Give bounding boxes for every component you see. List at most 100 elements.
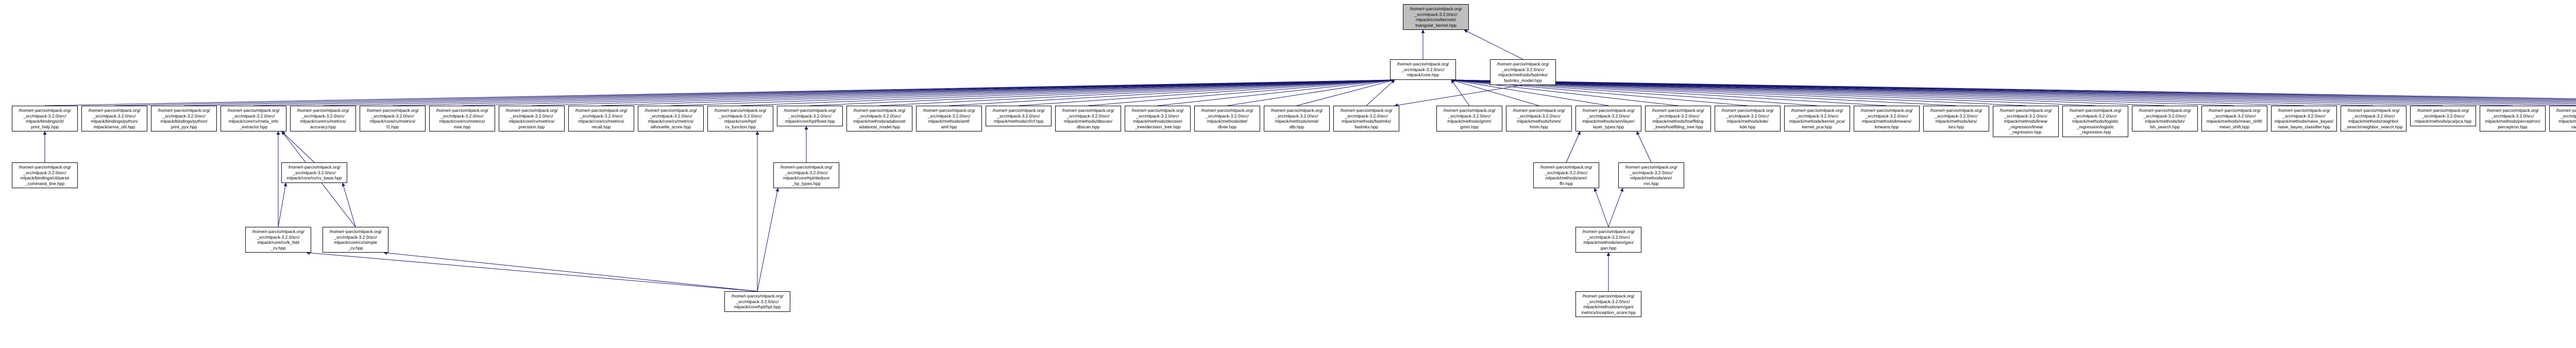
graph-node-hpt[interactable]: /home/r-parcio/mlpack.org/_src/mlpack-3.… [724, 291, 790, 312]
graph-node-fastmks_model[interactable]: /home/r-parcio/mlpack.org/_src/mlpack-3.… [1490, 59, 1556, 85]
graph-node-rnn[interactable]: /home/r-parcio/mlpack.org/_src/mlpack-3.… [1618, 162, 1684, 188]
include-edge-f1-to-core [392, 78, 1395, 106]
graph-node-kde[interactable]: /home/r-parcio/mlpack.org/_src/mlpack-3.… [1715, 106, 1781, 131]
graph-node-dbscan[interactable]: /home/r-parcio/mlpack.org/_src/mlpack-3.… [1055, 106, 1121, 131]
graph-node-ffn[interactable]: /home/r-parcio/mlpack.org/_src/mlpack-3.… [1533, 162, 1599, 188]
include-edge-test_function_tools-to-core [1451, 78, 2576, 99]
graph-node-perceptron[interactable]: /home/r-parcio/mlpack.org/_src/mlpack-3.… [2480, 106, 2546, 131]
node-label-line: /home/r-parcio/mlpack.org/ [436, 108, 488, 113]
include-edge-ffn-to-ann_layer_types [1566, 131, 1581, 163]
graph-node-inception_score[interactable]: /home/r-parcio/mlpack.org/_src/mlpack-3.… [1575, 291, 1641, 317]
node-label-line: /home/r-parcio/mlpack.org/ [158, 108, 210, 113]
graph-node-simple_cv[interactable]: /home/r-parcio/mlpack.org/_src/mlpack-3.… [323, 227, 388, 253]
include-edge-perceptron-to-core [1451, 78, 2513, 106]
node-label-line: mlpack/methods/pca/pca.hpp [2414, 119, 2472, 124]
graph-node-parse_command_line[interactable]: /home/r-parcio/mlpack.org/_src/mlpack-3.… [12, 162, 78, 188]
node-label-line: mlpack/core/hpt/fixed.hpp [785, 119, 835, 124]
graph-node-mse[interactable]: /home/r-parcio/mlpack.org/_src/mlpack-3.… [429, 106, 495, 131]
graph-node-print_help[interactable]: /home/r-parcio/mlpack.org/_src/mlpack-3.… [12, 106, 78, 131]
node-label-line: mlpack/core/cv/metrics/ [439, 119, 485, 124]
node-label-line: /home/r-parcio/mlpack.org/ [780, 164, 833, 170]
graph-node-hoeffding_tree[interactable]: /home/r-parcio/mlpack.org/_src/mlpack-3.… [1645, 106, 1711, 131]
graph-node-naive_bayes[interactable]: /home/r-parcio/mlpack.org/_src/mlpack-3.… [2271, 106, 2337, 131]
node-label-line: _src/mlpack-3.2.0/src/ [301, 113, 345, 119]
node-label-line: mlpack/core/cv/k_fold [257, 240, 299, 245]
graph-node-accuracy[interactable]: /home/r-parcio/mlpack.org/_src/mlpack-3.… [290, 106, 356, 131]
node-label-line: _src/mlpack-3.2.0/src/ [1935, 113, 1978, 119]
node-label-line: /home/r-parcio/mlpack.org/ [575, 108, 628, 113]
node-label-line: mlpack/core/cv/cv_base.hpp [286, 175, 342, 180]
node-label-line: mlpack/methods/kde/ [1726, 119, 1769, 124]
graph-node-gmm[interactable]: /home/r-parcio/mlpack.org/_src/mlpack-3.… [1436, 106, 1502, 131]
node-label-line: /home/r-parcio/mlpack.org/ [1270, 108, 1323, 113]
graph-node-lsh_search[interactable]: /home/r-parcio/mlpack.org/_src/mlpack-3.… [2132, 106, 2198, 131]
node-label-line: _src/mlpack-3.2.0/src/ [2074, 113, 2117, 119]
node-label-line: dtb.hpp [1289, 124, 1304, 129]
node-label-line: _src/mlpack-3.2.0/src/ [293, 170, 336, 175]
include-edge-gan-to-ffn [1594, 188, 1609, 227]
graph-node-precision[interactable]: /home/r-parcio/mlpack.org/_src/mlpack-3.… [499, 106, 565, 131]
graph-node-ann_layer_types[interactable]: /home/r-parcio/mlpack.org/_src/mlpack-3.… [1575, 106, 1641, 131]
node-label-line: _search/neighbor_search.hpp [2344, 124, 2403, 129]
node-label-line: adaboost_model.hpp [859, 124, 900, 129]
include-edge-gmm-to-core [1451, 79, 1470, 106]
graph-node-k_fold_cv[interactable]: /home/r-parcio/mlpack.org/_src/mlpack-3.… [245, 227, 311, 253]
include-edge-pca-to-core [1451, 78, 2444, 106]
node-label-line: _src/mlpack-3.2.0/src/ [162, 113, 206, 119]
graph-node-det_dtree[interactable]: /home/r-parcio/mlpack.org/_src/mlpack-3.… [1194, 106, 1260, 131]
graph-node-core[interactable]: /home/r-parcio/mlpack.org/_src/mlpack-3.… [1390, 59, 1456, 80]
graph-node-neighbor_search[interactable]: /home/r-parcio/mlpack.org/_src/mlpack-3.… [2341, 106, 2406, 131]
graph-node-hpt_fixed[interactable]: /home/r-parcio/mlpack.org/_src/mlpack-3.… [777, 106, 843, 126]
graph-node-mean_shift[interactable]: /home/r-parcio/mlpack.org/_src/mlpack-3.… [2201, 106, 2267, 131]
include-edge-fastmks_model-to-triangular_kernel [1464, 29, 1523, 60]
node-label-line: /home/r-parcio/mlpack.org/ [2347, 108, 2400, 113]
graph-node-kernel_pca[interactable]: /home/r-parcio/mlpack.org/_src/mlpack-3.… [1784, 106, 1850, 131]
graph-node-radical[interactable]: /home/r-parcio/mlpack.org/_src/mlpack-3.… [2549, 106, 2576, 131]
graph-node-silhouette_score[interactable]: /home/r-parcio/mlpack.org/_src/mlpack-3.… [638, 106, 704, 131]
node-label-line: /home/r-parcio/mlpack.org/ [366, 108, 419, 113]
node-label-line: gmm.hpp [1460, 124, 1479, 129]
node-label-line: /home/r-parcio/mlpack.org/ [2208, 108, 2261, 113]
node-label-line: /home/r-parcio/mlpack.org/ [1582, 108, 1635, 113]
graph-node-cv_base[interactable]: /home/r-parcio/mlpack.org/_src/mlpack-3.… [281, 162, 347, 183]
graph-node-deduce_hp_types[interactable]: /home/r-parcio/mlpack.org/_src/mlpack-3.… [773, 162, 839, 188]
include-edge-emst_dtb-to-core [1296, 79, 1395, 106]
node-label-line: /home/r-parcio/mlpack.org/ [1540, 164, 1592, 170]
graph-node-lars[interactable]: /home/r-parcio/mlpack.org/_src/mlpack-3.… [1923, 106, 1989, 131]
node-label-line: mlpack/bindings/python/ [160, 119, 208, 124]
graph-node-kmeans[interactable]: /home/r-parcio/mlpack.org/_src/mlpack-3.… [1854, 106, 1920, 131]
include-edge-neighbor_search-to-core [1451, 78, 2374, 106]
graph-node-cv_function[interactable]: /home/r-parcio/mlpack.org/_src/mlpack-3.… [707, 106, 773, 131]
include-edge-rnn-to-ann_layer_types [1636, 131, 1652, 163]
graph-node-pca[interactable]: /home/r-parcio/mlpack.org/_src/mlpack-3.… [2410, 106, 2476, 126]
node-label-line: /home/r-parcio/mlpack.org/ [2556, 108, 2576, 113]
graph-node-triangular_kernel[interactable]: /home/r-parcio/mlpack.org/_src/mlpack-3.… [1403, 4, 1469, 30]
node-label-line: _src/mlpack-3.2.0/src/ [1345, 113, 1388, 119]
node-label-line: ffn.hpp [1560, 180, 1573, 186]
node-label-line: mlpack/core/hpt/ [724, 119, 757, 124]
node-label-line: mlpack/core/kernels/ [1416, 17, 1456, 22]
node-label-line: /home/r-parcio/mlpack.org/ [1721, 108, 1774, 113]
graph-node-arma_util[interactable]: /home/r-parcio/mlpack.org/_src/mlpack-3.… [81, 106, 147, 131]
graph-node-meta_info_extractor[interactable]: /home/r-parcio/mlpack.org/_src/mlpack-3.… [221, 106, 286, 131]
graph-node-logistic_regression[interactable]: /home/r-parcio/mlpack.org/_src/mlpack-3.… [2062, 106, 2128, 137]
graph-node-cf[interactable]: /home/r-parcio/mlpack.org/_src/mlpack-3.… [986, 106, 1052, 126]
graph-node-hmm[interactable]: /home/r-parcio/mlpack.org/_src/mlpack-3.… [1506, 106, 1572, 131]
graph-node-gan[interactable]: /home/r-parcio/mlpack.org/_src/mlpack-3.… [1575, 227, 1641, 253]
graph-node-decision_tree[interactable]: /home/r-parcio/mlpack.org/_src/mlpack-3.… [1125, 106, 1191, 131]
graph-node-print_pyx[interactable]: /home/r-parcio/mlpack.org/_src/mlpack-3.… [151, 106, 217, 131]
node-label-line: /home/r-parcio/mlpack.org/ [505, 108, 558, 113]
node-label-line: mse.hpp [453, 124, 471, 129]
graph-node-adaboost_model[interactable]: /home/r-parcio/mlpack.org/_src/mlpack-3.… [846, 106, 912, 131]
graph-node-f1[interactable]: /home/r-parcio/mlpack.org/_src/mlpack-3.… [360, 106, 426, 131]
graph-node-linear_regression[interactable]: /home/r-parcio/mlpack.org/_src/mlpack-3.… [1993, 106, 2059, 137]
graph-node-amf[interactable]: /home/r-parcio/mlpack.org/_src/mlpack-3.… [916, 106, 982, 131]
node-label-line: /home/r-parcio/mlpack.org/ [252, 229, 304, 234]
node-label-line: _src/mlpack-3.2.0/src/ [580, 113, 623, 119]
node-label-line: mlpack/methods/hmm/ [1517, 119, 1561, 124]
graph-node-fastmks[interactable]: /home/r-parcio/mlpack.org/_src/mlpack-3.… [1333, 106, 1399, 131]
node-label-line: /home/r-parcio/mlpack.org/ [1791, 108, 1843, 113]
graph-node-recall[interactable]: /home/r-parcio/mlpack.org/_src/mlpack-3.… [568, 106, 634, 131]
graph-node-emst_dtb[interactable]: /home/r-parcio/mlpack.org/_src/mlpack-3.… [1264, 106, 1330, 131]
node-label-line: /home/r-parcio/mlpack.org/ [19, 108, 71, 113]
